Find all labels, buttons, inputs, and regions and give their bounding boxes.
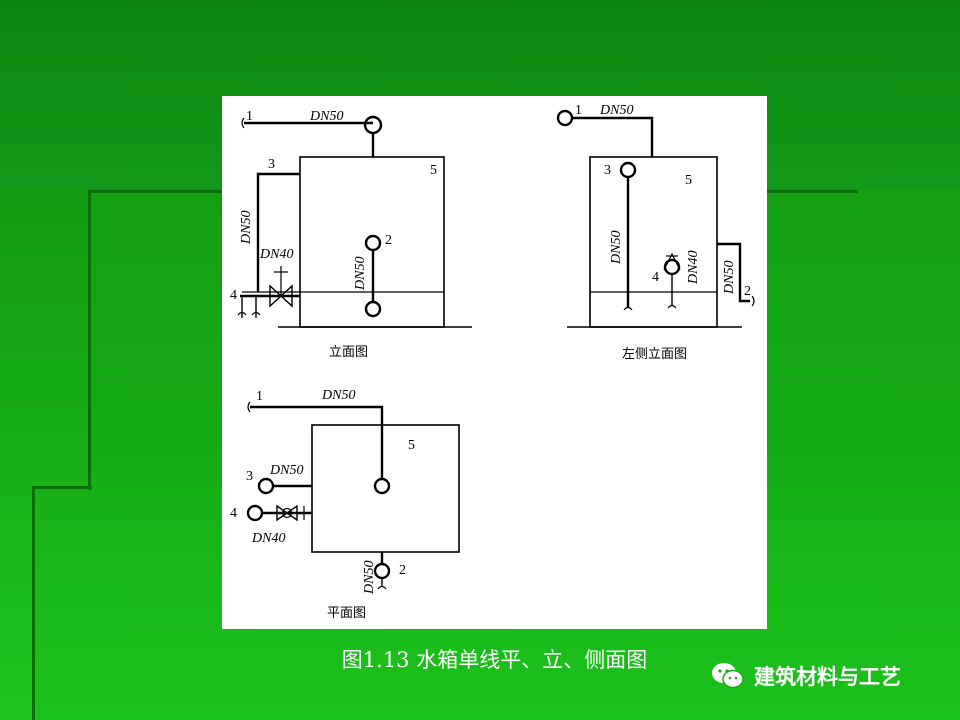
label-4: 4 [230,288,237,303]
label-3: 3 [604,163,611,178]
break-mark [237,311,247,316]
band-edge-line [32,486,92,489]
label-5: 5 [685,173,692,188]
label-dn50: DN50 [269,463,303,478]
riser-circle [556,109,574,127]
riser-circle [246,504,264,522]
label-dn50: DN50 [239,211,254,245]
break-mark [247,401,251,413]
watermark-text: 建筑材料与工艺 [754,665,901,689]
riser-circle [363,115,383,135]
pipe-1 [572,116,654,157]
label-2: 2 [399,563,406,578]
label-5: 5 [408,438,415,453]
wechat-icon [712,663,744,689]
break-mark [667,304,677,309]
label-1: 1 [256,389,263,404]
plan-view [246,401,460,590]
label-dn50: DN50 [722,261,737,295]
left-elevation-view [556,109,755,328]
riser-circle [364,300,382,318]
riser-circle [373,562,391,580]
view-title-elevation: 立面图 [329,345,368,360]
watermark: 建筑材料与工艺 [710,658,901,694]
label-dn50: DN50 [321,388,355,403]
label-dn40: DN40 [251,531,285,546]
label-dn40: DN40 [686,251,701,285]
band-edge-line [88,190,91,490]
label-dn50: DN50 [353,257,368,291]
view-title-plan: 平面图 [327,606,366,621]
label-5: 5 [430,163,437,178]
tank-outline [311,424,460,553]
view-title-left-elevation: 左侧立面图 [622,347,687,362]
valve-icon [276,504,298,522]
pipe-2 [717,242,750,303]
pipe-3 [256,172,300,292]
break-mark [623,306,633,311]
valve-icon [269,284,293,308]
band-edge-line [32,486,35,720]
riser-circle [619,161,637,179]
label-dn50: DN50 [362,561,377,595]
figure-caption: 图1.13 水箱单线平、立、侧面图 [341,648,648,672]
label-dn50: DN50 [609,231,624,265]
label-dn50: DN50 [309,109,343,124]
label-1: 1 [575,103,582,118]
break-mark [751,295,755,307]
riser-circle [364,234,382,252]
riser-circle [257,477,275,495]
pipe-1 [250,405,384,478]
label-2: 2 [385,233,392,248]
valve-center [281,507,293,519]
break-mark [241,117,245,129]
label-4: 4 [230,506,237,521]
riser-circle [373,477,391,495]
label-3: 3 [268,157,275,172]
riser-circle [663,258,681,276]
diagram-panel: 1 DN50 3 5 DN50 DN40 4 2 DN50 立面图 1 DN50… [222,96,767,629]
label-3: 3 [246,469,253,484]
label-2: 2 [744,284,751,299]
valve-icon [663,252,681,271]
label-dn50: DN50 [599,103,633,118]
tank-drawing: 1 DN50 3 5 DN50 DN40 4 2 DN50 立面图 1 DN50… [230,103,755,621]
elevation-view [237,115,472,328]
label-1: 1 [246,109,253,124]
label-4: 4 [652,270,659,285]
label-dn40: DN40 [259,247,293,262]
